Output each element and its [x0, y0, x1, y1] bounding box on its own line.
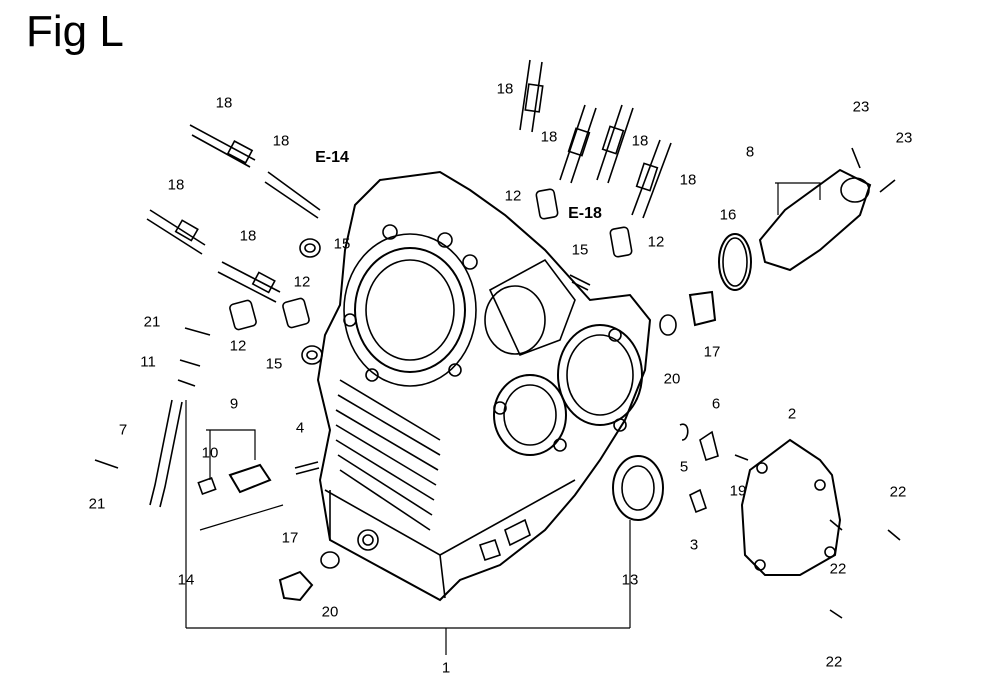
callout-13: 13 [621, 571, 639, 589]
callout-12: 12 [229, 337, 247, 355]
dowels-and-seals [229, 188, 633, 365]
breather-assembly [718, 147, 896, 291]
callout-18: 18 [631, 132, 649, 150]
callout-20: 20 [663, 370, 681, 388]
figure-title: Fig L [26, 7, 124, 56]
callout-18: 18 [496, 80, 514, 98]
callout-15: 15 [265, 355, 283, 373]
callout-5: 5 [679, 458, 689, 476]
callout-12: 12 [647, 233, 665, 251]
callout-4: 4 [295, 419, 305, 437]
callout-18: 18 [239, 227, 257, 245]
callout-17: 17 [703, 343, 721, 361]
callout-21: 21 [88, 495, 106, 513]
small-parts [94, 327, 901, 619]
leader-lines [185, 182, 821, 655]
callout-18: 18 [272, 132, 290, 150]
callout-8: 8 [745, 143, 755, 161]
callout-23: 23 [852, 98, 870, 116]
callout-18: 18 [540, 128, 558, 146]
callout-22: 22 [829, 560, 847, 578]
drain-plugs [278, 290, 717, 602]
callout-19: 19 [729, 482, 747, 500]
callout-20: 20 [321, 603, 339, 621]
callout-11: 11 [140, 353, 156, 371]
callout-10: 10 [201, 444, 219, 462]
callout-23: 23 [895, 129, 913, 147]
callout-14: 14 [177, 571, 195, 589]
callout-15: 15 [571, 241, 589, 259]
crankcase [316, 170, 652, 602]
callout-17: 17 [281, 529, 299, 547]
oil-seal [612, 455, 664, 521]
reference-e18: E-18 [568, 205, 602, 222]
callout-15: 15 [333, 235, 351, 253]
callout-22: 22 [889, 483, 907, 501]
callout-9: 9 [229, 395, 239, 413]
stud-bolts [146, 59, 672, 303]
callout-2: 2 [787, 405, 797, 423]
callout-6: 6 [711, 395, 721, 413]
callout-22: 22 [825, 653, 843, 671]
callout-18: 18 [167, 176, 185, 194]
callout-18: 18 [215, 94, 233, 112]
callout-7: 7 [118, 421, 128, 439]
callout-12: 12 [293, 273, 311, 291]
callout-21: 21 [143, 313, 161, 331]
side-cover [740, 438, 842, 576]
callout-16: 16 [719, 206, 737, 224]
callout-3: 3 [689, 536, 699, 554]
callout-18: 18 [679, 171, 697, 189]
callout-12: 12 [504, 187, 522, 205]
reference-e14: E-14 [315, 149, 349, 166]
callout-1: 1 [441, 659, 451, 677]
